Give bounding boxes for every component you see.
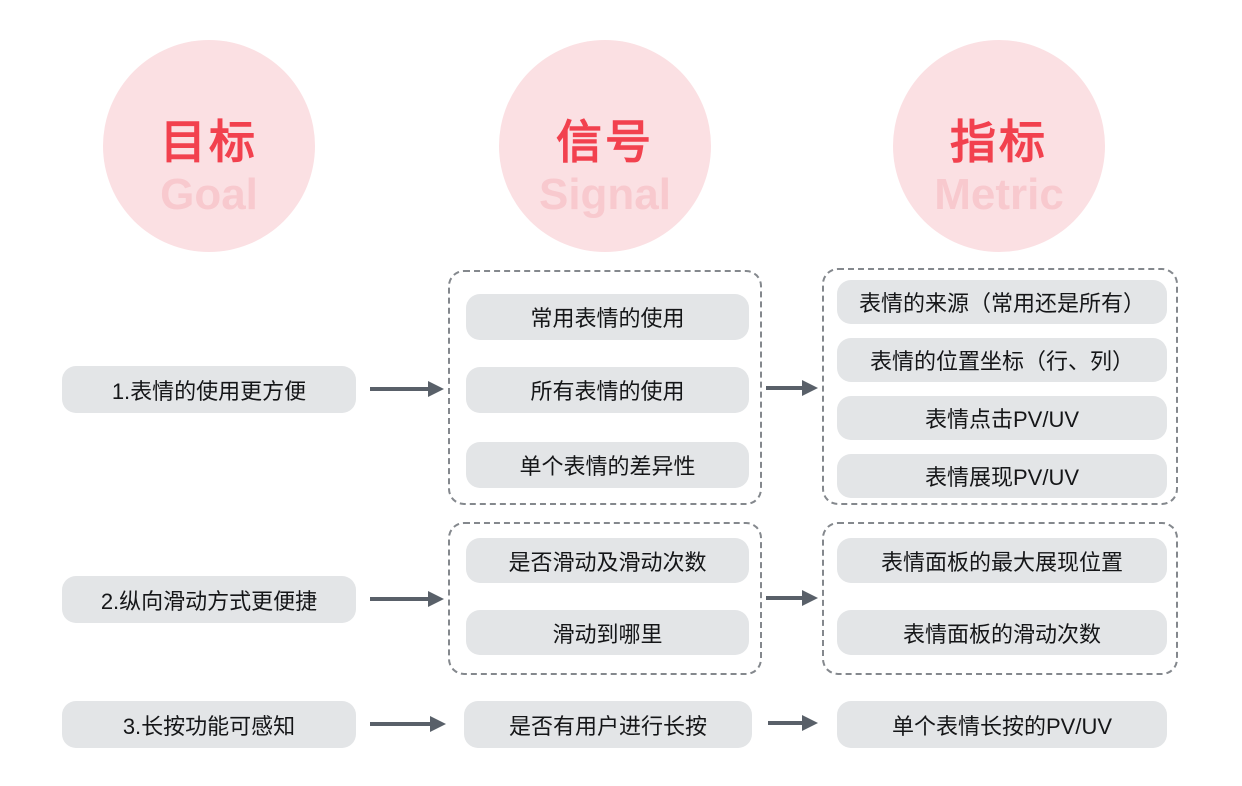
signal-pill: 所有表情的使用 (466, 367, 749, 413)
signal-pill: 单个表情的差异性 (466, 442, 749, 488)
metrics-group-2: 表情面板的最大展现位置 表情面板的滑动次数 (822, 522, 1178, 675)
metric-column-circle: 指标 Metric (893, 40, 1105, 252)
arrow-goal2-to-signals2 (370, 597, 428, 601)
arrow-goal3-to-signal3 (370, 722, 430, 726)
arrow-goal1-to-signals1 (370, 387, 428, 391)
goal-title-zh: 目标 (160, 115, 258, 168)
metrics-group-1: 表情的来源（常用还是所有） 表情的位置坐标（行、列） 表情点击PV/UV 表情展… (822, 268, 1178, 505)
metric-pill: 表情的来源（常用还是所有） (837, 280, 1167, 324)
signal-column-circle: 信号 Signal (499, 40, 711, 252)
metric-title-zh: 指标 (950, 115, 1048, 168)
signal-title-zh: 信号 (556, 115, 654, 168)
metric-column-header: 指标 Metric (934, 115, 1064, 220)
arrow-signals2-to-metrics2 (766, 596, 802, 600)
metric-pill: 表情面板的最大展现位置 (837, 538, 1167, 583)
signal-title-en: Signal (538, 170, 672, 220)
goal-title-en: Goal (160, 170, 258, 220)
signal-pill: 滑动到哪里 (466, 610, 749, 655)
signal-pill: 常用表情的使用 (466, 294, 749, 340)
arrow-signal3-to-metric3 (768, 721, 802, 725)
signals-group-2: 是否滑动及滑动次数 滑动到哪里 (448, 522, 762, 675)
signal-column-header: 信号 Signal (538, 115, 672, 220)
signal-pill: 是否滑动及滑动次数 (466, 538, 749, 583)
metric-pill: 表情面板的滑动次数 (837, 610, 1167, 655)
metric-pill: 单个表情长按的PV/UV (837, 701, 1167, 748)
goal-column-header: 目标 Goal (160, 115, 258, 220)
goal-column-circle: 目标 Goal (103, 40, 315, 252)
metric-pill: 表情点击PV/UV (837, 396, 1167, 440)
metric-pill: 表情的位置坐标（行、列） (837, 338, 1167, 382)
goal-2-pill: 2.纵向滑动方式更便捷 (62, 576, 356, 623)
goal-3-pill: 3.长按功能可感知 (62, 701, 356, 748)
metric-pill: 表情展现PV/UV (837, 454, 1167, 498)
goal-1-pill: 1.表情的使用更方便 (62, 366, 356, 413)
signals-group-1: 常用表情的使用 所有表情的使用 单个表情的差异性 (448, 270, 762, 505)
signal-pill: 是否有用户进行长按 (464, 701, 752, 748)
arrow-signals1-to-metrics1 (766, 386, 802, 390)
metric-title-en: Metric (934, 170, 1064, 220)
